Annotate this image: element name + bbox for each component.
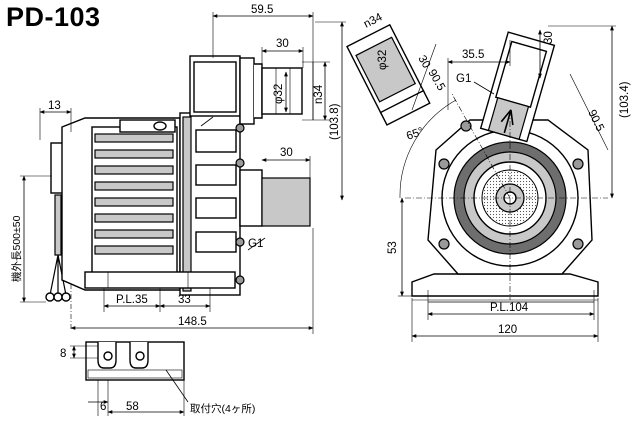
dim-thread-inlet: G1	[248, 238, 263, 250]
front-dimensions	[398, 25, 616, 342]
motor-body	[61, 117, 181, 291]
dim-angle: 65°	[405, 126, 425, 143]
dim-offset: 35.5	[462, 49, 484, 61]
dim-radius-b: 90.5	[585, 108, 606, 133]
front-view: n34 φ32 30 90.5 G1 35.5 30 90.5 (103.4) …	[346, 11, 631, 342]
dim-cable-length: 機外長500±50	[10, 215, 23, 282]
dim-len-a: 30	[415, 54, 432, 71]
dim-hose-a: n34	[362, 11, 385, 31]
pump-head	[179, 112, 245, 296]
dim-height-left: (103.8)	[329, 103, 341, 140]
foot-view: 8 6 58 取付穴(4ヶ所)	[60, 341, 255, 416]
dim-outlet-hose: n34	[313, 84, 325, 104]
dim-top-width: 59.5	[251, 4, 273, 16]
hose-fitting	[346, 23, 431, 126]
angled-outlet	[479, 31, 556, 143]
dim-outlet-dia: φ32	[273, 84, 285, 104]
inlet-pipe	[239, 169, 311, 227]
dim-front-width: 120	[498, 324, 517, 336]
side-foot	[84, 271, 236, 289]
dim-inlet-len: 30	[280, 147, 293, 159]
side-dimension-labels: 59.5 30 φ32 n34 30 G1 13 機外長500±50 P.L.3…	[10, 4, 341, 328]
front-base	[411, 273, 599, 301]
dim-slot-width: 6	[100, 401, 106, 413]
dim-dia-a: φ32	[377, 50, 389, 70]
side-view: 59.5 30 φ32 n34 30 G1 13 機外長500±50 P.L.3…	[10, 4, 346, 334]
dim-left-offset: 13	[48, 100, 61, 112]
dim-pitch: P.L.35	[116, 294, 148, 306]
dim-center-height: 53	[387, 241, 399, 254]
side-dimensions	[20, 12, 346, 334]
dim-len-b: 30	[543, 31, 555, 44]
dim-height-right: (103.4)	[619, 81, 631, 118]
dim-thread: G1	[456, 73, 471, 85]
dim-foot-thickness: 8	[60, 348, 66, 360]
dim-total-length: 148.5	[178, 316, 207, 328]
model-title: PD-103	[6, 2, 101, 32]
dim-front-pitch: P.L.104	[490, 302, 529, 314]
outlet-pipe	[189, 55, 303, 125]
dim-foot-length: 58	[126, 401, 139, 413]
dim-radius-a: 90.5	[425, 68, 447, 93]
dim-outlet-len: 30	[276, 38, 289, 50]
mounting-holes-label: 取付穴(4ヶ所)	[190, 402, 255, 415]
dim-foot: 33	[178, 294, 191, 306]
